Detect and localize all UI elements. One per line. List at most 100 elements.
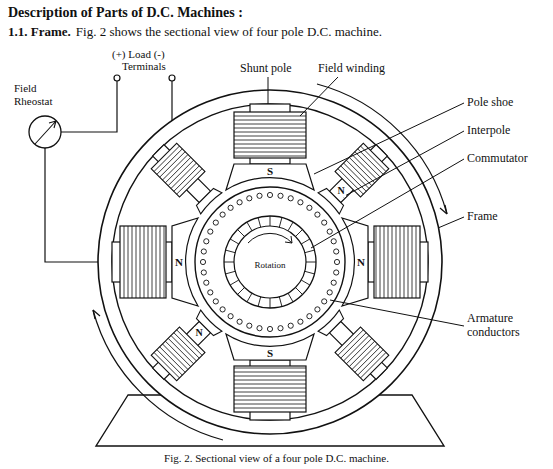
- armature-conductor: [327, 229, 332, 234]
- armature-conductor: [267, 192, 272, 197]
- commutator-segment: [301, 239, 310, 244]
- pole-shoe: [226, 164, 314, 190]
- armature-conductor: [278, 193, 283, 198]
- field-rheostat-symbol: [29, 116, 61, 148]
- winding-turn: [152, 226, 153, 298]
- winding-turn: [234, 380, 306, 381]
- pole-shoe: [342, 218, 368, 306]
- winding-turn: [148, 226, 149, 298]
- section-heading: 1.1. Frame.: [8, 25, 71, 40]
- winding-turn: [157, 149, 182, 174]
- commutator-inner: [234, 226, 306, 298]
- armature-conductor: [208, 290, 213, 295]
- winding-turn: [352, 344, 377, 369]
- commutator-segment: [258, 297, 261, 307]
- winding-turn: [408, 226, 409, 298]
- flux-arrow: [440, 205, 447, 214]
- commutator-segment: [238, 230, 245, 237]
- commutator-segment: [301, 280, 310, 285]
- armature-conductor: [334, 259, 339, 264]
- armature-conductor: [237, 200, 242, 205]
- pole-letter: N: [174, 256, 184, 269]
- winding-turn: [234, 148, 306, 149]
- flux-path-arc: [317, 84, 447, 214]
- interpole-winding: [335, 327, 389, 381]
- armature-conductor: [200, 259, 205, 264]
- winding-turn: [171, 163, 196, 188]
- armature-conductor: [298, 200, 303, 205]
- commutator-segment: [238, 288, 245, 295]
- armature-conductor: [220, 307, 225, 312]
- armature-conductor: [267, 326, 272, 331]
- winding-turn: [157, 350, 182, 375]
- rotation-label: Rotation: [254, 260, 287, 270]
- winding-turn: [349, 157, 374, 182]
- winding-turn: [358, 149, 383, 174]
- armature-conductor: [201, 249, 206, 254]
- flux-path-arc: [93, 310, 223, 440]
- winding-turn: [163, 344, 188, 369]
- armature-conductor: [322, 299, 327, 304]
- winding-turn: [349, 341, 374, 366]
- pole-letter: S: [266, 165, 274, 178]
- winding-turn: [171, 336, 196, 361]
- armature-conductor: [257, 193, 262, 198]
- winding-turn: [234, 400, 306, 401]
- winding-turn: [416, 226, 417, 298]
- page-heading: Description of Parts of D.C. Machines :: [8, 5, 243, 21]
- commutator-segment: [224, 262, 234, 263]
- winding-turn: [392, 226, 393, 298]
- winding-turn: [124, 226, 125, 298]
- commutator-segment: [279, 218, 282, 228]
- winding-turn: [412, 226, 413, 298]
- winding-turn: [234, 408, 306, 409]
- field-wire: [61, 81, 117, 132]
- winding-turn: [136, 226, 137, 298]
- armature-conductor: [213, 220, 218, 225]
- frame-inner: [112, 104, 428, 420]
- winding-turn: [234, 120, 306, 121]
- armature-conductor: [331, 239, 336, 244]
- pole-shoe: [226, 334, 314, 360]
- armature-conductor: [247, 323, 252, 328]
- winding-turn: [234, 132, 306, 133]
- winding-turn: [160, 347, 185, 372]
- armature-conductor: [331, 280, 336, 285]
- commutator-segment: [226, 271, 236, 274]
- commutator-segment: [306, 262, 316, 263]
- commutator-segment: [258, 218, 261, 228]
- rotation-arrow: [248, 233, 292, 243]
- pole-letter: S: [266, 347, 274, 360]
- winding-turn: [344, 336, 369, 361]
- armature-conductor: [278, 326, 283, 331]
- winding-turn: [396, 226, 397, 298]
- winding-turn: [168, 338, 193, 363]
- pole-letter: N: [194, 327, 203, 339]
- commutator-segment: [279, 297, 282, 307]
- winding-turn: [234, 368, 306, 369]
- commutator-segment: [247, 222, 252, 231]
- winding-turn: [234, 144, 306, 145]
- armature-conductor: [220, 212, 225, 217]
- armature-conductor: [201, 270, 206, 275]
- main-pole: [342, 218, 428, 306]
- armature-conductor: [204, 239, 209, 244]
- commutator-segment: [305, 271, 315, 274]
- interpole-winding: [151, 143, 205, 197]
- commutator-segment: [247, 293, 252, 302]
- part-name: Pole shoe: [467, 96, 513, 110]
- winding-turn: [338, 330, 363, 355]
- armature-conductor: [208, 229, 213, 234]
- armature-conductor: [307, 314, 312, 319]
- commutator-segment: [305, 250, 315, 253]
- winding-turn: [384, 226, 385, 298]
- winding-turn: [234, 392, 306, 393]
- main-pole: [112, 218, 198, 306]
- winding-turn: [164, 226, 165, 298]
- winding-turn: [234, 128, 306, 129]
- winding-turn: [355, 152, 380, 177]
- winding-turn: [380, 226, 381, 298]
- armature-conductor: [298, 319, 303, 324]
- winding-turn: [388, 226, 389, 298]
- leader-line: [300, 77, 338, 116]
